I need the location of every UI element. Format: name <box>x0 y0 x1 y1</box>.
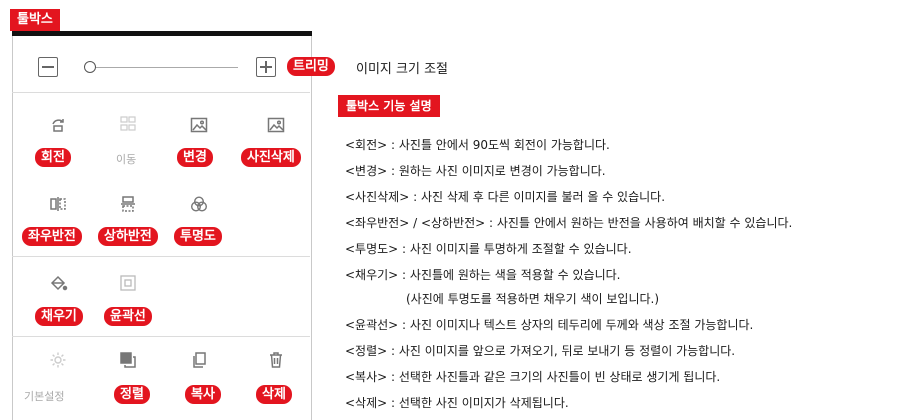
arrange-layers-icon[interactable] <box>118 350 138 370</box>
outline-button[interactable]: 윤곽선 <box>104 307 152 326</box>
flip-vertical-icon[interactable] <box>118 194 138 214</box>
description-line: <삭제> : 선택한 사진 이미지가 삭제됩니다. <box>345 396 569 410</box>
zoom-in-button[interactable] <box>256 57 276 77</box>
move-icon <box>118 114 138 134</box>
description-line: <회전> : 사진틀 안에서 90도씩 회전이 가능합니다. <box>345 138 610 152</box>
description-line: <투명도> : 사진 이미지를 투명하게 조절할 수 있습니다. <box>345 242 632 256</box>
zoom-out-button[interactable] <box>38 57 58 77</box>
description-line: <좌우반전> / <상하반전> : 사진틀 안에서 원하는 반전을 사용하여 배… <box>345 216 793 230</box>
move-button: 이동 <box>116 153 137 166</box>
description-line: <채우기> : 사진틀에 원하는 색을 적용할 수 있습니다. <box>345 268 621 282</box>
separator <box>12 336 310 337</box>
toolbox-top-bar <box>12 31 312 36</box>
rotate-icon[interactable] <box>48 116 68 136</box>
description-line: <복사> : 선택한 사진틀과 같은 크기의 사진틀이 빈 상태로 생기게 됩니… <box>345 370 721 384</box>
delete-photo-icon[interactable] <box>266 115 286 135</box>
description-line: <사진삭제> : 사진 삭제 후 다른 이미지를 불러 올 수 있습니다. <box>345 190 666 204</box>
copy-button[interactable]: 복사 <box>185 385 221 404</box>
delete-button[interactable]: 삭제 <box>256 385 292 404</box>
description-title: 툴박스 기능 설명 <box>338 95 440 117</box>
fill-bucket-icon[interactable] <box>48 273 68 293</box>
toolbox-tag: 툴박스 <box>10 9 60 31</box>
default-settings-button: 기본설정 <box>24 390 65 403</box>
copy-icon[interactable] <box>189 350 209 370</box>
separator <box>12 92 310 93</box>
outline-icon[interactable] <box>118 273 138 293</box>
trim-badge: 트리밍 <box>287 57 335 76</box>
arrange-button[interactable]: 정렬 <box>114 385 150 404</box>
settings-gear-icon <box>48 350 68 370</box>
trim-description: 이미지 크기 조절 <box>356 62 448 77</box>
opacity-icon[interactable] <box>189 194 209 214</box>
description-line: <정렬> : 사진 이미지를 앞으로 가져오기, 뒤로 보내기 등 정렬이 가능… <box>345 344 736 358</box>
zoom-slider-handle[interactable] <box>84 61 96 73</box>
fill-button[interactable]: 채우기 <box>35 307 83 326</box>
flip-horizontal-button[interactable]: 좌우반전 <box>22 227 82 246</box>
trash-icon[interactable] <box>266 350 286 370</box>
change-image-icon[interactable] <box>189 115 209 135</box>
description-line: (사진에 투명도를 적용하면 채우기 색이 보입니다.) <box>406 292 660 306</box>
opacity-button[interactable]: 투명도 <box>174 227 222 246</box>
flip-vertical-button[interactable]: 상하반전 <box>98 227 158 246</box>
rotate-button[interactable]: 회전 <box>35 148 71 167</box>
description-line: <변경> : 원하는 사진 이미지로 변경이 가능합니다. <box>345 164 606 178</box>
change-button[interactable]: 변경 <box>177 148 213 167</box>
separator <box>12 256 310 257</box>
flip-horizontal-icon[interactable] <box>48 194 68 214</box>
description-line: <윤곽선> : 사진 이미지나 텍스트 상자의 테두리에 두께와 색상 조절 가… <box>345 318 754 332</box>
toolbox-panel <box>12 36 312 420</box>
delete-photo-button[interactable]: 사진삭제 <box>241 148 301 167</box>
zoom-slider-track[interactable] <box>90 67 238 68</box>
